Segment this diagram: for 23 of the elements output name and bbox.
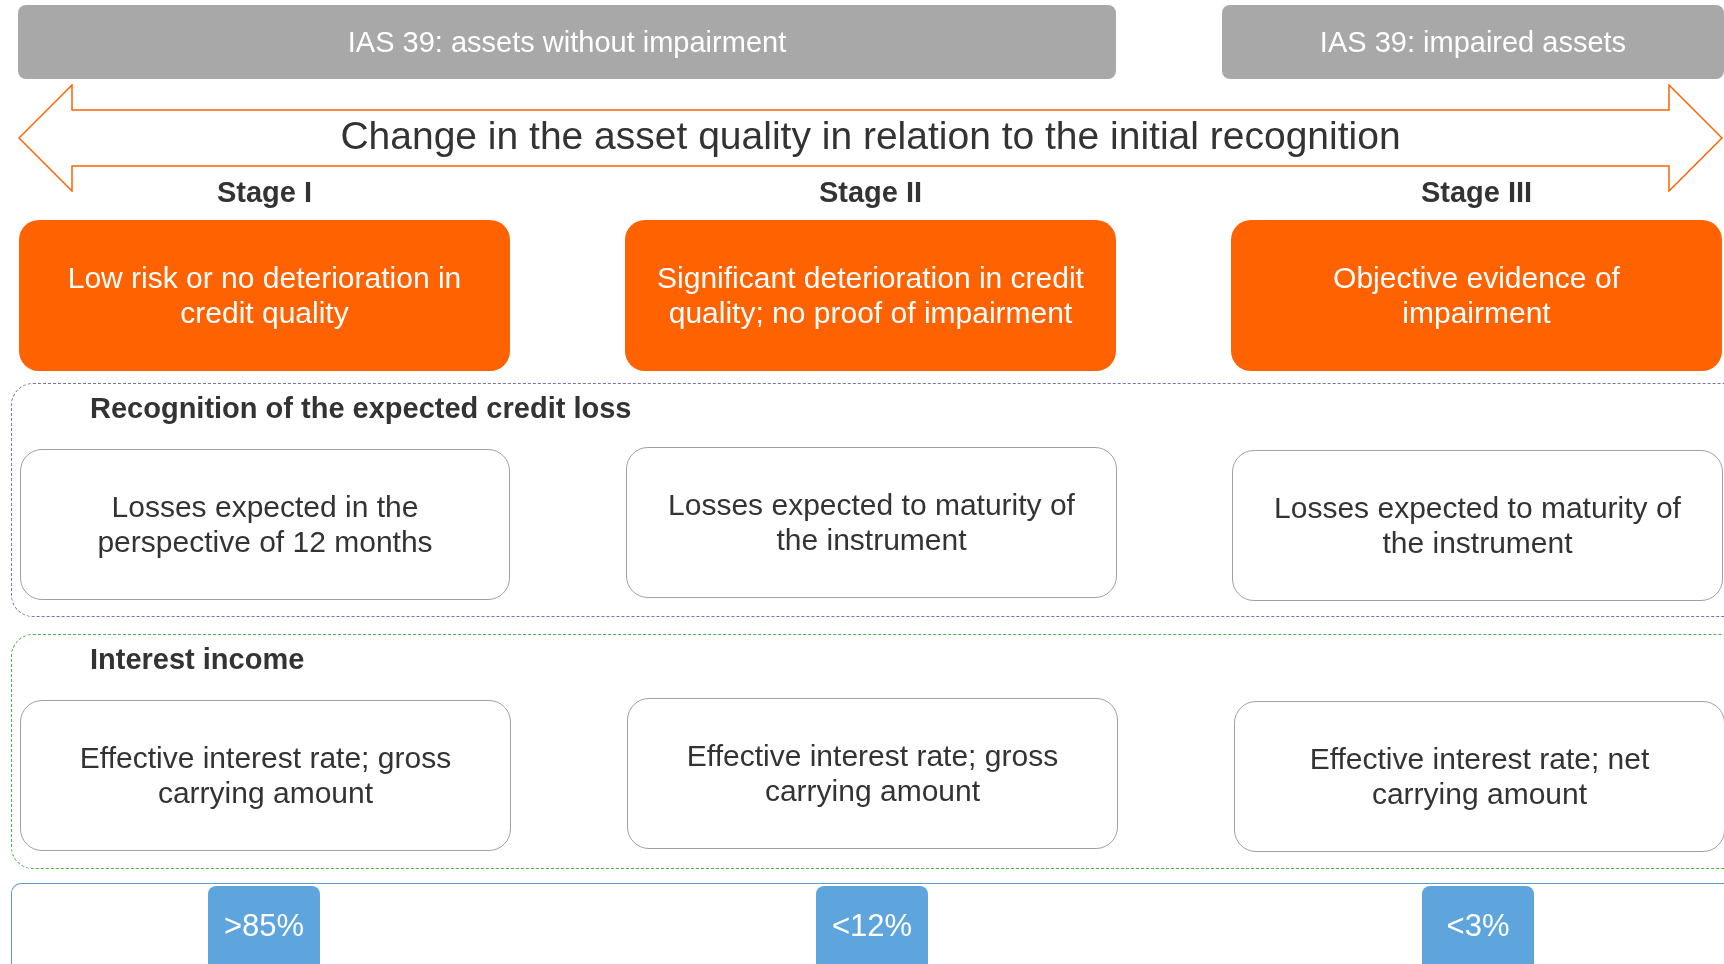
share-bar xyxy=(11,883,1724,964)
header-bar: IAS 39: assets without impairment xyxy=(18,5,1116,79)
stage-box: Significant deterioration in credit quality; no proof of impairment xyxy=(625,220,1116,371)
text-box: Losses expected to maturity of the instrument xyxy=(626,447,1117,598)
stage-heading: Stage I xyxy=(215,176,314,209)
arrow-text: Change in the asset quality in relation to the initial recognition xyxy=(339,114,1402,158)
text-box: Losses expected in the perspective of 12 months xyxy=(20,449,510,600)
group-heading: Interest income xyxy=(90,643,305,676)
text-box: Effective interest rate; gross carrying amount xyxy=(20,700,511,851)
stage-box: Objective evidence of impairment xyxy=(1231,220,1722,371)
stage-heading: Stage II xyxy=(817,176,924,209)
dashed-group-box xyxy=(11,634,1724,869)
text-box: Effective interest rate; gross carrying amount xyxy=(627,698,1118,849)
header-bar: IAS 39: impaired assets xyxy=(1222,5,1724,79)
stage-box: Low risk or no deterioration in credit quality xyxy=(19,220,510,371)
group-heading: Recognition of the expected credit loss xyxy=(90,392,632,425)
text-box: Effective interest rate; net carrying amount xyxy=(1234,701,1724,852)
stage-heading: Stage III xyxy=(1419,176,1534,209)
text-box: Losses expected to maturity of the instrument xyxy=(1232,450,1723,601)
dashed-group-box xyxy=(11,383,1724,617)
percentage-tab: <3% xyxy=(1422,886,1534,964)
percentage-tab: >85% xyxy=(208,886,320,964)
percentage-tab: <12% xyxy=(816,886,928,964)
